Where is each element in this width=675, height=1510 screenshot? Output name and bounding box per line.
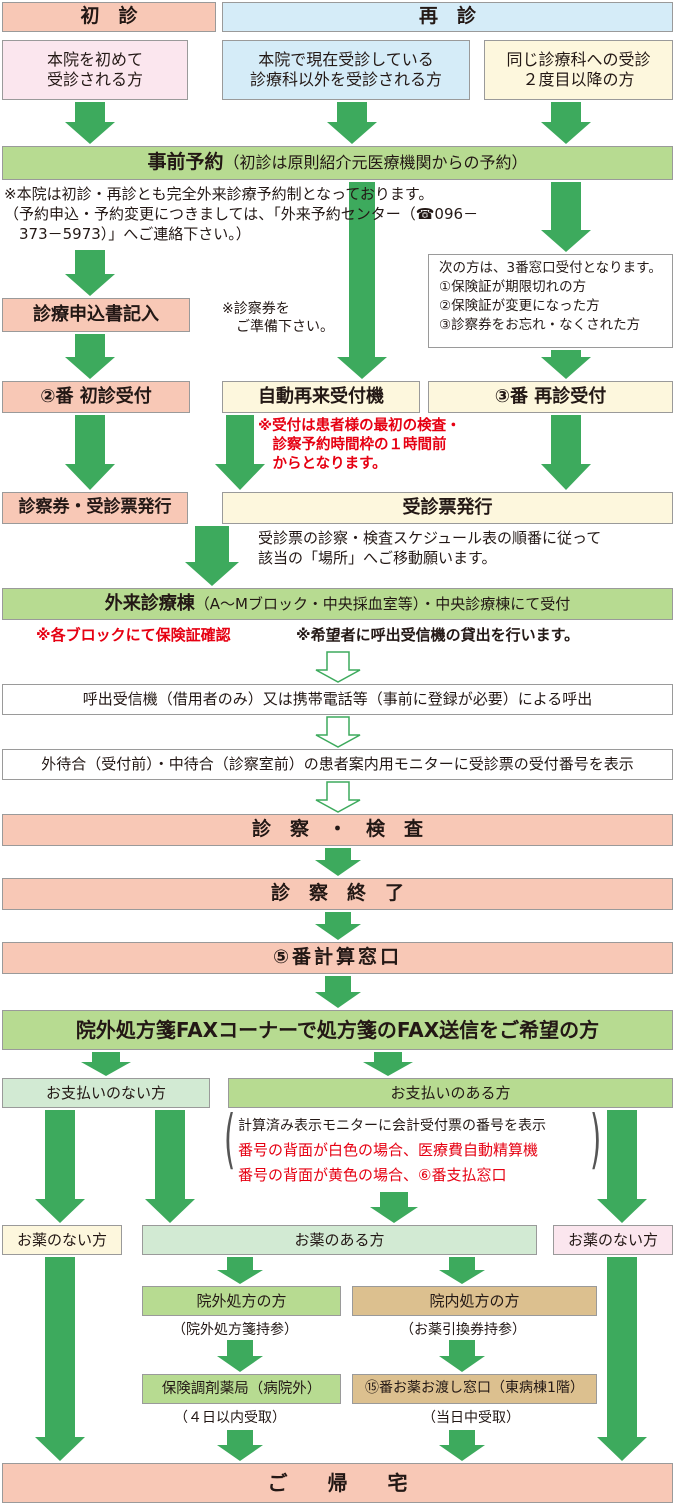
reservation-note: ※本院は初診・再診とも完全外来診療予約制となっております。 （予約申込・予約変更… [4,185,479,243]
arrow-note-to-return-reception [541,350,591,379]
inside-prescription-box: 院内処方の方 [352,1286,597,1316]
other-department-patient-box: 本院で現在受診している 診療科以外を受診される方 [222,40,470,100]
application-form-box: 診療申込書記入 [2,298,190,332]
hollow-arrow-3 [315,781,361,813]
has-medicine-box: お薬のある方 [142,1225,537,1255]
outpatient-detail: （A～Mブロック・中央採血室等）・中央診療棟にて受付 [194,594,571,613]
fax-corner-bar: 院外処方箋FAXコーナーで処方箋のFAX送信をご希望の方 [2,1010,673,1050]
arrow-no-payment-to-no-medicine [35,1110,85,1223]
payment-bracket-right: ) [590,1103,602,1177]
pharmacy-note: （４日以内受取） [174,1410,286,1426]
no-medicine-right-box: お薬のない方 [553,1225,673,1255]
ticket-issue-box: 受診票発行 [222,492,673,524]
first-visit-reception-box: ②番 初診受付 [2,381,190,413]
same-department-patient-box: 同じ診療科への受診 ２度目以降の方 [484,40,673,100]
exam-bar: 診 察 ・ 検 査 [2,814,673,846]
arrow-medicine-to-outside [217,1257,263,1284]
arrow-other-to-reservation [327,102,377,144]
arrow-form-to-first-reception [65,334,115,379]
window15-note: （当日中受取） [422,1410,520,1426]
reservation-title: 事前予約 [147,151,224,174]
arrow-window15-to-home [439,1430,485,1461]
return-visit-reception-box: ③番 再診受付 [428,381,673,413]
arrow-pharmacy-to-home [217,1430,263,1461]
window3-note-box: 次の方は、3番窓口受付となります。 ①保険証が期限切れの方 ②保険証が変更になっ… [428,254,673,348]
arrow-billing-to-fax [315,976,361,1008]
no-medicine-left-box: お薬のない方 [2,1225,122,1255]
arrow-payment-to-no-medicine [597,1110,647,1223]
go-home-bar: ご 帰 宅 [2,1463,673,1503]
payment-white-line: 番号の背面が白色の場合、医療費自動精算機 [238,1141,539,1159]
payment-bracket-left: ( [224,1103,236,1177]
arrow-issue-to-outpatient [185,526,239,586]
arrow-payment-to-medicine [370,1192,418,1223]
arrow-exam-to-end [315,848,361,876]
arrow-same-to-reservation [541,102,591,144]
call-method-box: 呼出受信機（借用者のみ）又は携帯電話等（事前に登録が必要）による呼出 [2,684,673,715]
machine-time-note: ※受付は患者様の最初の検査・ 診察予約時間枠の１時間前 からとなります。 [258,418,461,473]
outside-prescription-box: 院外処方の方 [142,1286,341,1316]
arrow-left-no-medicine-to-home [35,1257,85,1461]
outpatient-building-bar: 外来診療棟（A～Mブロック・中央採血室等）・中央診療棟にて受付 [2,588,673,620]
arrow-end-to-billing [315,912,361,940]
medicine-window15-box: ⑮番お薬お渡し窓口（東病棟1階） [352,1374,597,1404]
hollow-arrow-1 [315,651,361,683]
insurance-check-note: ※各ブロックにて保険証確認 [36,626,231,644]
first-time-patient-box: 本院を初めて 受診される方 [2,40,188,100]
auto-reception-machine-box: 自動再来受付機 [222,381,420,413]
return-visit-header: 再 診 [222,2,673,32]
arrow-right-no-medicine-to-home [597,1257,647,1461]
arrow-first-reception-to-card [65,415,115,490]
has-payment-box: お支払いのある方 [228,1078,673,1108]
arrow-fax-to-no-payment [81,1052,131,1076]
arrow-first-to-reservation [65,102,115,144]
arrow-inside-to-window15 [439,1340,485,1372]
arrow-reservation-to-machine [337,182,387,379]
window3-note-text: 次の方は、3番窓口受付となります。 ①保険証が期限切れの方 ②保険証が変更になっ… [439,260,662,334]
issue-note: 受診票の診察・検査スケジュール表の順番に従って 該当の「場所」へご移動願います。 [258,529,602,567]
hollow-arrow-2 [315,716,361,748]
arrow-fax-to-payment [363,1052,413,1076]
reservation-subtitle: （初診は原則紹介元医療機関からの予約） [223,153,528,172]
no-payment-box: お支払いのない方 [2,1078,210,1108]
billing-window-bar: ⑤番計算窓口 [2,942,673,974]
first-visit-header: 初 診 [2,2,216,32]
arrow-outside-to-pharmacy [217,1340,263,1372]
pharmacy-box: 保険調剤薬局（病院外） [142,1374,341,1404]
payment-monitor-line: 計算済み表示モニターに会計受付票の番号を表示 [238,1118,546,1134]
inside-prescription-note: （お薬引換券持参） [400,1322,526,1338]
arrow-no-payment-to-medicine [145,1110,195,1223]
outpatient-title: 外来診療棟 [104,592,195,614]
monitor-display-box: 外待合（受付前）・中待合（診察室前）の患者案内用モニターに受診票の受付番号を表示 [2,749,673,780]
card-note: ※診察券を ご準備下さい。 [222,301,334,336]
exam-end-bar: 診 察 終 了 [2,878,673,910]
arrow-medicine-to-inside [439,1257,485,1284]
arrow-return-reception-to-issue [541,415,591,490]
payment-yellow-line: 番号の背面が黄色の場合、⑥番支払窓口 [238,1166,507,1184]
arrow-machine-to-issue [215,415,265,490]
arrow-reservation-to-form [65,250,115,296]
advance-reservation-bar: 事前予約（初診は原則紹介元医療機関からの予約） [2,146,673,180]
arrow-reservation-to-note [541,182,591,252]
card-issue-box: 診察券・受診票発行 [2,492,188,524]
outside-prescription-note: （院外処方箋持参） [172,1322,298,1338]
pager-lending-note: ※希望者に呼出受信機の貸出を行います。 [296,626,580,644]
